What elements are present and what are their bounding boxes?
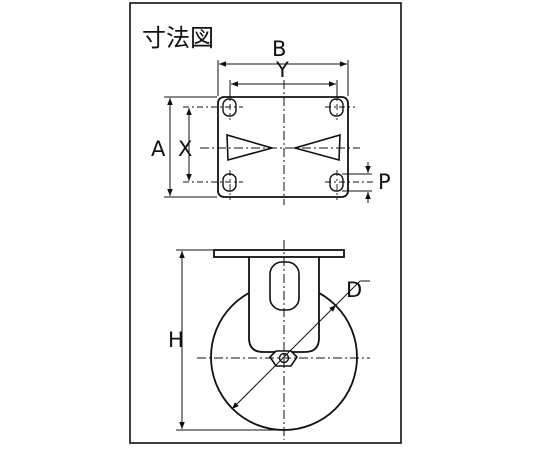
leader-D (335, 280, 361, 306)
bolt-slot-bottom-left (222, 173, 237, 192)
triangle-window-left (226, 133, 275, 162)
bolt-slot-top-left (222, 98, 237, 117)
label-Y: Y (275, 58, 289, 82)
label-D: D (346, 278, 362, 302)
mounting-plate-side (213, 249, 345, 258)
dimension-line-D (231, 304, 337, 410)
mounting-plate (217, 96, 349, 198)
bolt-slot-bottom-right (329, 173, 344, 192)
label-X: X (178, 137, 192, 161)
side-wheel-view (176, 240, 370, 440)
top-plate-view (164, 60, 375, 205)
label-P: P (378, 170, 391, 194)
label-H: H (168, 328, 184, 352)
drawing-title: 寸法図 (142, 24, 214, 52)
bolt-slot-top-right (329, 98, 344, 117)
drawing-frame (129, 2, 402, 444)
triangle-window-right (292, 133, 341, 162)
label-A: A (151, 137, 166, 161)
label-B: B (272, 37, 286, 61)
